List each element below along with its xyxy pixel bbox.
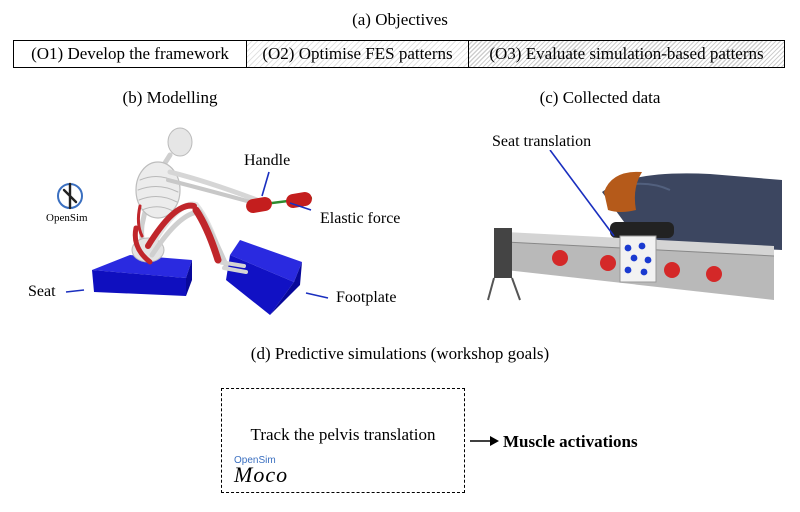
objective-o3-text: (O3) Evaluate simulation-based patterns — [489, 44, 764, 63]
handle-bar — [246, 191, 313, 214]
predictive-box — [221, 388, 465, 493]
objective-o2-text: (O2) Optimise FES patterns — [262, 44, 453, 63]
modelling-title: (b) Modelling — [122, 88, 218, 107]
objective-o3: (O3) Evaluate simulation-based patterns — [468, 41, 784, 67]
objective-o2: (O2) Optimise FES patterns — [246, 41, 468, 67]
leader-lines — [65, 171, 329, 299]
moco-logo-small: OpenSim — [234, 455, 276, 466]
objective-o1: (O1) Develop the framework — [14, 41, 246, 67]
collected-data-title: (c) Collected data — [539, 88, 661, 107]
predictive-title: (d) Predictive simulations (workshop goa… — [250, 344, 550, 363]
seat-block — [92, 255, 192, 296]
objective-o1-text: (O1) Develop the framework — [31, 44, 229, 63]
muscle-activations-text: Muscle activations — [503, 432, 638, 451]
opensim-logo-icon — [57, 182, 83, 210]
muscle-paths — [132, 202, 222, 265]
arrow-right-icon — [470, 436, 499, 446]
moco-logo-text: Moco — [234, 462, 289, 487]
modelling-figure — [57, 127, 329, 315]
objectives-title: (a) Objectives — [352, 10, 448, 29]
handle-label: Handle — [244, 152, 291, 169]
track-pelvis-text: Track the pelvis translation — [250, 425, 436, 444]
opensim-logo-text: OpenSim — [46, 212, 88, 224]
footplate — [226, 240, 302, 315]
footplate-label: Footplate — [336, 289, 397, 306]
objectives-row: (O1) Develop the framework (O2) Optimise… — [13, 40, 785, 68]
collected-data-photo — [487, 150, 782, 301]
elastic-force-label: Elastic force — [320, 210, 401, 227]
seat-translation-label: Seat translation — [492, 133, 592, 150]
seat-label: Seat — [28, 283, 56, 300]
